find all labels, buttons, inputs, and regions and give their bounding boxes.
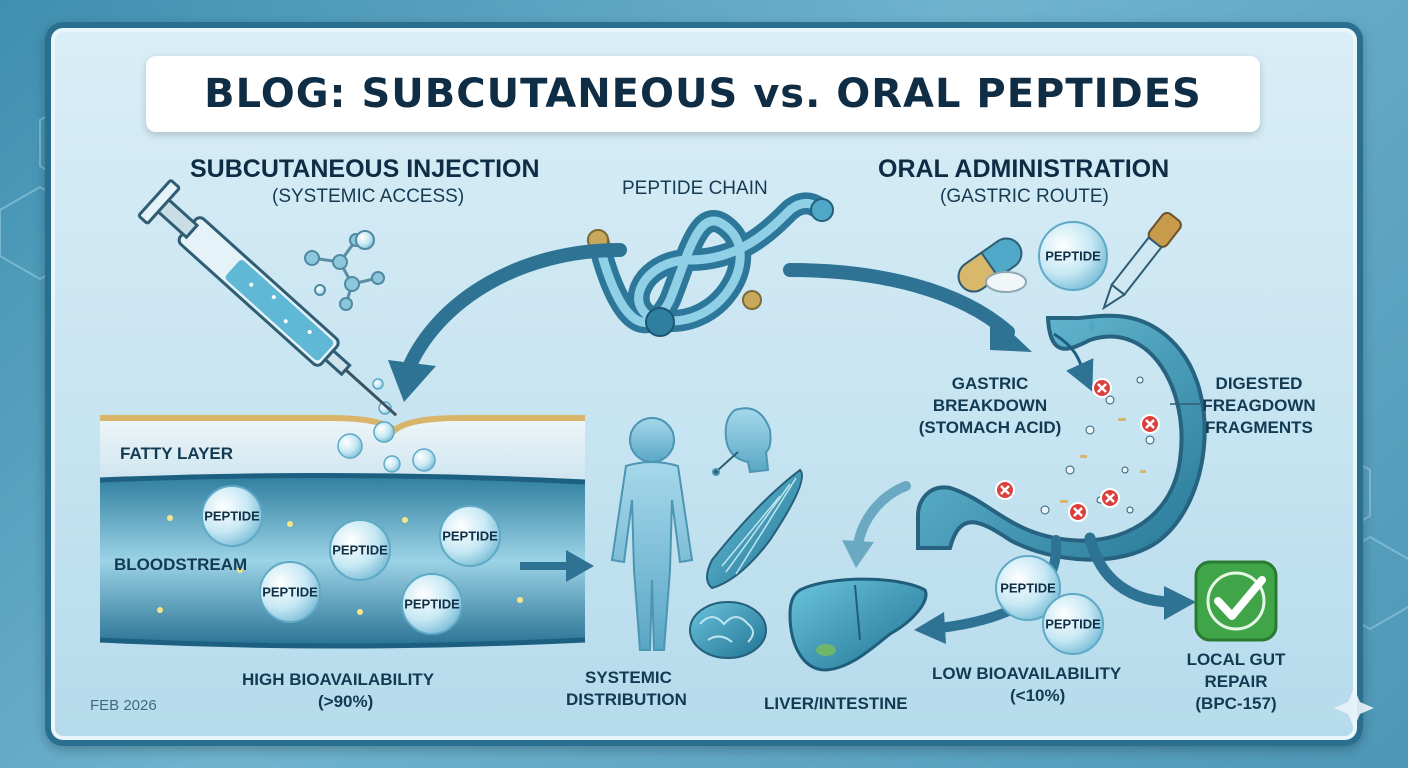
oral-peptide-bubble-b bbox=[1042, 593, 1104, 655]
human-body-icon bbox=[610, 417, 694, 651]
local-gut-repair-line1: LOCAL GUT bbox=[1186, 650, 1286, 669]
arrowhead-injection bbox=[388, 360, 436, 402]
digested-fragments-line1: DIGESTED bbox=[1215, 374, 1303, 393]
liver-icon bbox=[788, 577, 928, 672]
high-bioavailability-value: (>90%) bbox=[318, 692, 374, 711]
capsule-peptide-label: PEPTIDE bbox=[1045, 248, 1101, 264]
digested-fragments-line3: FRAGMENTS bbox=[1205, 418, 1313, 437]
brain-icon bbox=[689, 601, 767, 659]
peptide-chain-ribbon bbox=[587, 192, 834, 337]
stomach-icon bbox=[916, 313, 1207, 562]
capsule-peptide-bubble bbox=[1038, 221, 1108, 291]
arrow-stomach-to-gut bbox=[1084, 532, 1174, 608]
blood-peptide-label: PEPTIDE bbox=[204, 508, 260, 524]
fatty-layer-label: FATTY LAYER bbox=[120, 444, 234, 463]
systemic-distribution-line1: SYSTEMIC bbox=[585, 668, 672, 687]
arrowhead-gut bbox=[1164, 586, 1196, 620]
arrowhead-liver-return bbox=[914, 612, 946, 644]
arrow-to-oral bbox=[783, 263, 1015, 339]
gastric-breakdown-line1: GASTRIC bbox=[951, 374, 1029, 393]
local-gut-repair-line2: REPAIR bbox=[1204, 672, 1268, 691]
liver-intestine-label: LIVER/INTESTINE bbox=[764, 694, 908, 713]
publish-date: FEB 2026 bbox=[90, 697, 157, 714]
arrowhead-liver bbox=[842, 540, 874, 568]
head-profile-icon bbox=[712, 407, 772, 476]
blood-peptide-bubbles bbox=[201, 485, 501, 635]
low-bioavailability-value: (<10%) bbox=[1010, 686, 1066, 705]
arrow-blood-to-body bbox=[520, 550, 594, 582]
bloodstream-label: BLOODSTREAM bbox=[114, 555, 248, 574]
gastric-breakdown-line3: (STOMACH ACID) bbox=[918, 418, 1062, 437]
blood-peptide-label: PEPTIDE bbox=[332, 542, 388, 558]
muscle-icon bbox=[706, 468, 803, 590]
check-icon bbox=[1194, 560, 1278, 642]
oral-peptide-label: PEPTIDE bbox=[1045, 616, 1101, 632]
arrowhead-oral bbox=[990, 312, 1032, 352]
systemic-distribution-line2: DISTRIBUTION bbox=[566, 690, 687, 709]
low-bioavailability-label: LOW BIOAVAILABILITY bbox=[932, 664, 1122, 683]
arrow-to-injection bbox=[403, 243, 627, 372]
sparkle-icon bbox=[1334, 688, 1374, 728]
molecule-icon bbox=[304, 230, 385, 311]
gastric-breakdown-line2: BREAKDOWN bbox=[932, 396, 1048, 415]
digested-fragments-line2: FREAGDOWN bbox=[1202, 396, 1316, 415]
arrow-stomach-to-liver bbox=[853, 481, 911, 550]
blood-peptide-label: PEPTIDE bbox=[442, 528, 498, 544]
dropper-icon bbox=[1101, 211, 1182, 311]
title-banner: BLOG: SUBCUTANEOUS vs. ORAL PEPTIDES bbox=[146, 56, 1260, 132]
peptide-chain-label: PEPTIDE CHAIN bbox=[622, 178, 768, 199]
tablet-icon bbox=[985, 271, 1027, 293]
injection-subheading: (SYSTEMIC ACCESS) bbox=[272, 186, 465, 207]
syringe-icon bbox=[137, 179, 398, 417]
page-title: BLOG: SUBCUTANEOUS vs. ORAL PEPTIDES bbox=[204, 71, 1202, 117]
blood-peptide-label: PEPTIDE bbox=[262, 584, 318, 600]
oral-peptide-label: PEPTIDE bbox=[1000, 580, 1056, 596]
breakdown-x-markers bbox=[995, 378, 1160, 522]
oral-peptide-bubble-a bbox=[995, 555, 1061, 621]
high-bioavailability-label: HIGH BIOAVAILABILITY bbox=[242, 670, 435, 689]
local-gut-repair-line3: (BPC-157) bbox=[1195, 694, 1277, 713]
oral-heading: ORAL ADMINISTRATION bbox=[878, 155, 1170, 183]
oral-subheading: (GASTRIC ROUTE) bbox=[940, 186, 1109, 207]
blood-peptide-label: PEPTIDE bbox=[404, 596, 460, 612]
injection-droplets bbox=[337, 378, 436, 473]
injection-heading: SUBCUTANEOUS INJECTION bbox=[190, 155, 540, 183]
